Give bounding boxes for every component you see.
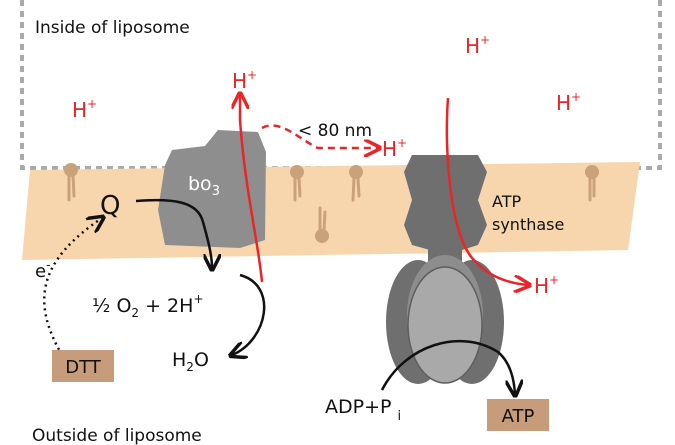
proton-label-inside-left: H+	[72, 97, 97, 122]
quinone-label: Q	[100, 191, 120, 221]
distance-label: < 80 nm	[298, 121, 372, 141]
water-label: H2O	[172, 349, 209, 374]
lipid	[585, 165, 599, 202]
lipids	[64, 163, 599, 243]
proton-label-inside-top: H+	[465, 33, 490, 58]
oxygen-reduction-arrow	[232, 273, 266, 355]
dtt-label: DTT	[65, 357, 102, 378]
proton-label-inside-right: H+	[556, 90, 581, 115]
atp-label: ATP	[502, 406, 535, 427]
atp-synthase-protein	[386, 155, 504, 384]
atp-box	[487, 399, 549, 431]
lipid	[315, 206, 329, 243]
lipid	[290, 165, 304, 202]
lipid	[64, 163, 78, 202]
oxygen-label: ½ O2 + 2H+	[92, 292, 204, 320]
electron-transfer-arrow	[42, 218, 102, 356]
bo3-label: bo3	[188, 173, 220, 199]
bo3-protein	[158, 130, 266, 248]
atp-synthase-proton-path	[445, 97, 528, 285]
atp-synthase-fo	[404, 155, 487, 265]
outside-label: Outside of liposome	[32, 426, 202, 445]
lipid	[349, 165, 363, 202]
adp-to-atp-arrow	[380, 339, 515, 394]
electron-label: e-	[35, 258, 50, 282]
q-to-bo3-arrow	[135, 198, 212, 268]
inside-label: Inside of liposome	[35, 18, 190, 38]
atp-synthase-label-line1: ATP	[492, 192, 521, 211]
proton-diffusion-path	[261, 124, 378, 148]
dtt-box	[52, 350, 114, 382]
atp-synthase-label-line2: synthase	[492, 215, 564, 234]
proton-label-membrane: H+	[382, 136, 407, 161]
proton-pump-path	[240, 95, 264, 283]
proton-label-pumped: H+	[232, 68, 257, 93]
atp-synthase-f1-core	[407, 266, 483, 384]
proton-label-outside: H+	[534, 273, 559, 298]
